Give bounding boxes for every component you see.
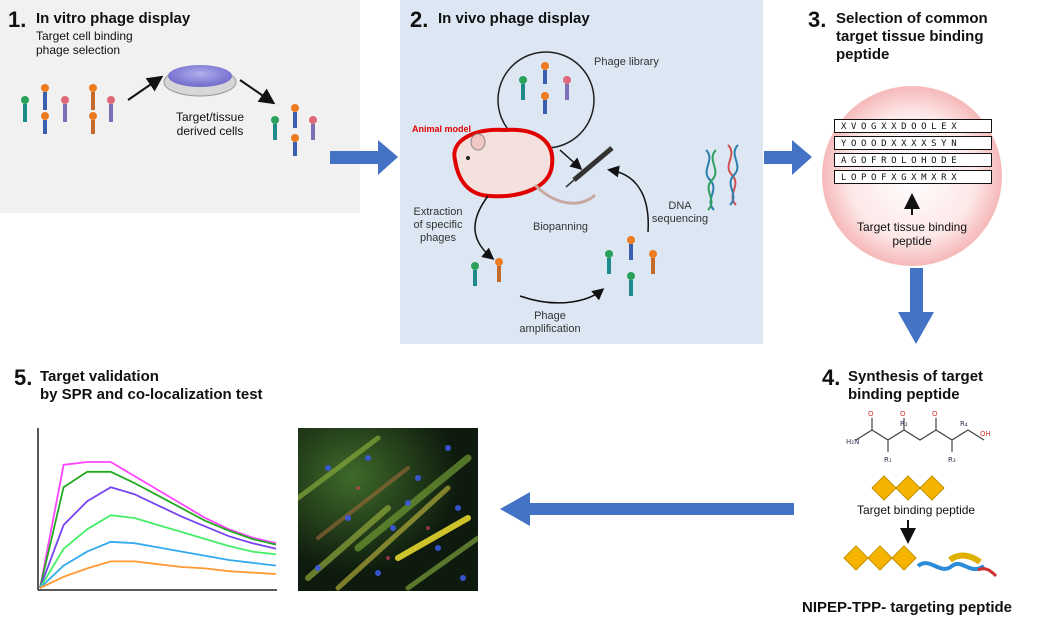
spr-curves xyxy=(39,461,277,589)
sequence-row: LOPOFXGXMXRX xyxy=(834,170,992,184)
cell-culture-dish xyxy=(163,65,237,97)
step2-number: 2. xyxy=(410,7,429,32)
biopanning-label: Biopanning xyxy=(533,221,589,233)
spr-curve-5 xyxy=(39,540,277,589)
flow-arrow-2-to-3 xyxy=(764,140,812,175)
amplification-line2: amplification xyxy=(519,323,581,335)
nipep-label: NIPEP-TPP- targeting peptide xyxy=(802,599,1013,616)
svg-text:H₂N: H₂N xyxy=(846,438,859,446)
spr-curve-3 xyxy=(39,486,277,589)
amplified-phages xyxy=(605,236,657,296)
spr-curve-2 xyxy=(39,470,277,589)
peptide-label-line1: Target tissue binding xyxy=(856,220,968,234)
sequence-row: XVOGXXDOOLEX xyxy=(834,119,992,133)
peptide-structure xyxy=(855,418,985,452)
svg-text:O: O xyxy=(900,410,906,418)
colocalization-image xyxy=(298,428,478,591)
peptide-atoms: O O O OH xyxy=(868,410,991,438)
syringe-icon xyxy=(565,146,614,188)
step1-title: In vitro phage display xyxy=(36,10,191,27)
step4-number: 4. xyxy=(822,365,841,390)
spr-curve-6 xyxy=(39,560,277,589)
cells-label-line2: derived cells xyxy=(176,124,244,138)
dna-strands-icon xyxy=(705,144,739,211)
cells-label-line1: Target/tissue xyxy=(175,110,245,124)
svg-text:O: O xyxy=(932,410,938,418)
spr-curve-4 xyxy=(39,514,277,589)
svg-text:R₃: R₃ xyxy=(948,456,956,464)
step2-title: In vivo phage display xyxy=(438,10,590,27)
binding-peptide-label: Target binding peptide xyxy=(857,503,976,517)
step5-title-line1: Target validation xyxy=(40,368,159,385)
step1-subtitle-line1: Target cell binding xyxy=(36,29,133,43)
sequence-row: AGOFROLOHODE xyxy=(834,153,992,167)
flow-arrow-4-to-5 xyxy=(500,492,794,526)
extraction-line3: phages xyxy=(419,232,457,244)
spr-chart-axes xyxy=(37,428,277,591)
step3-title-line1: Selection of common xyxy=(836,10,988,27)
step5-number: 5. xyxy=(14,365,33,390)
step3-title-line3: peptide xyxy=(836,46,890,63)
step5-title-line2: by SPR and co-localization test xyxy=(40,386,263,403)
in-vitro-panel xyxy=(0,0,360,213)
flow-arrow-1-to-2 xyxy=(330,140,398,175)
extraction-line1: Extraction xyxy=(413,206,463,218)
svg-text:O: O xyxy=(868,410,874,418)
extracted-phages xyxy=(471,258,503,286)
step1-subtitle-line2: phage selection xyxy=(36,43,121,57)
peptide-groups: H₂N R₁ R₃ R₂ R₄ xyxy=(846,420,968,464)
extraction-line2: of specific xyxy=(413,219,463,231)
svg-text:R₂: R₂ xyxy=(900,420,908,428)
dna-label-line1: DNA xyxy=(668,200,692,212)
peptide-label-line2: peptide xyxy=(892,234,932,248)
animal-model-label: Animal model xyxy=(412,124,472,134)
step1-number: 1. xyxy=(8,7,27,32)
dna-label-line2: sequencing xyxy=(651,213,709,225)
flow-arrow-3-to-4 xyxy=(898,268,934,344)
phage-library-label: Phage library xyxy=(594,56,659,68)
step4-title-line1: Synthesis of target xyxy=(848,368,984,385)
spr-curve-1 xyxy=(39,461,277,589)
mouse-illustration xyxy=(452,127,597,205)
step3-number: 3. xyxy=(808,7,827,32)
nipep-diamonds xyxy=(843,545,917,571)
svg-text:R₄: R₄ xyxy=(960,420,968,428)
svg-text:R₁: R₁ xyxy=(884,456,892,464)
phage-cluster-selected xyxy=(271,104,317,156)
peptide-diamonds xyxy=(871,475,945,501)
step3-title-line2: target tissue binding xyxy=(836,28,984,45)
step4-title-line2: binding peptide xyxy=(848,386,960,403)
phage-library xyxy=(519,62,571,114)
sequence-row: YOOODXXXXSYN xyxy=(834,136,992,150)
svg-text:OH: OH xyxy=(980,430,991,438)
phage-cluster-left xyxy=(21,84,115,134)
protein-ribbon-icon xyxy=(916,552,998,578)
amplification-line1: Phage xyxy=(534,310,566,322)
